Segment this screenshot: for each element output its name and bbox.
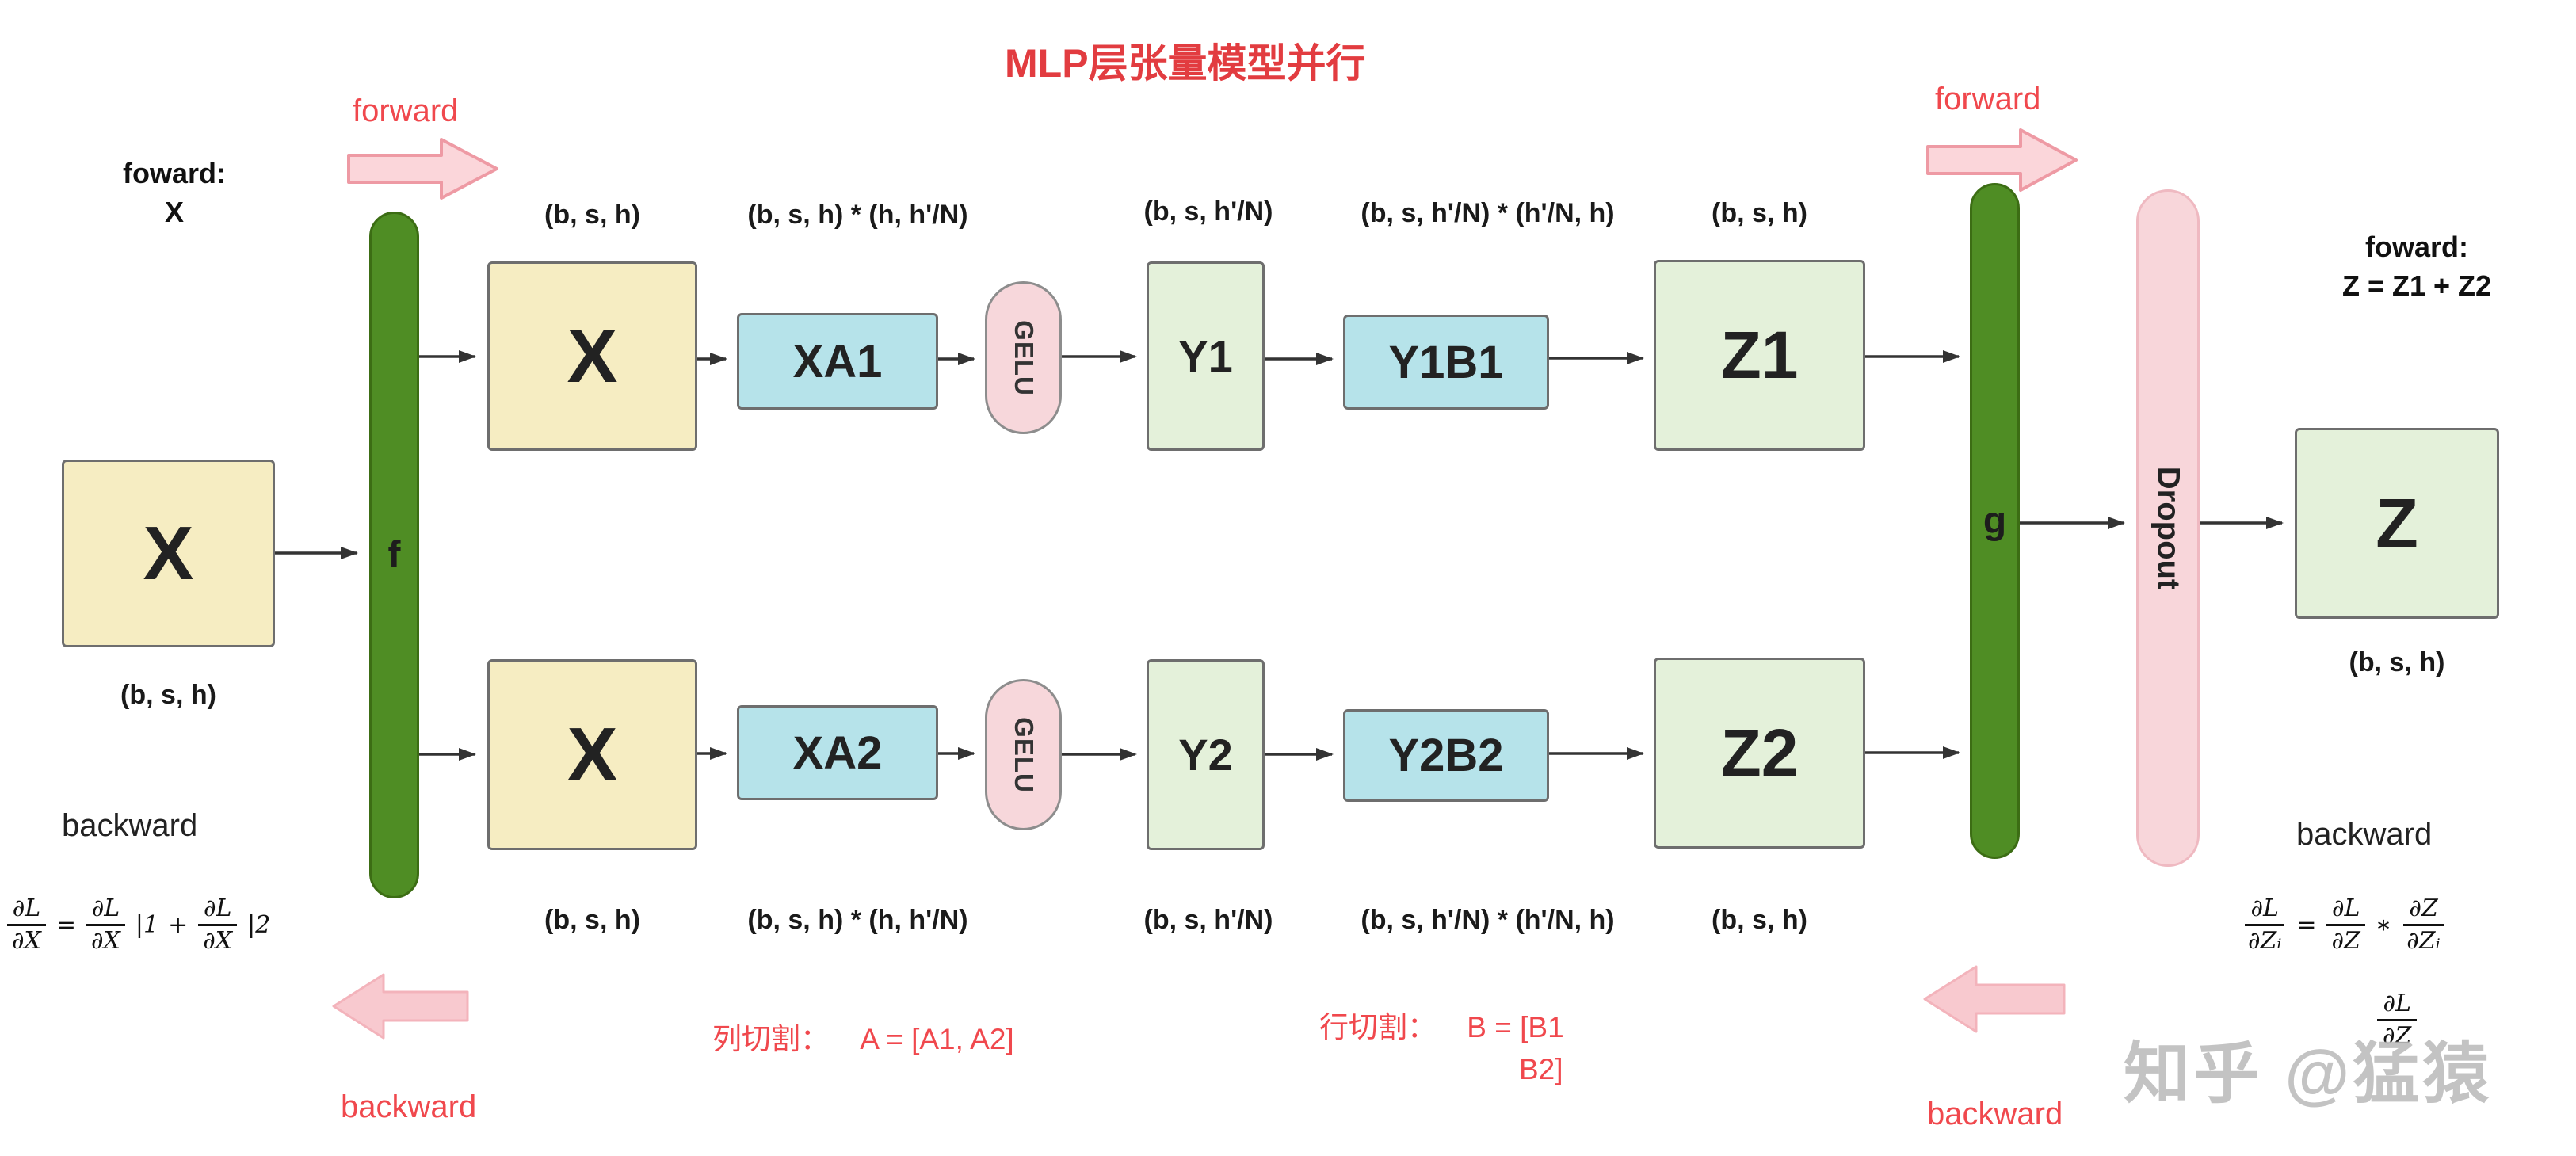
f-split-bar: f	[369, 212, 419, 898]
forward-arrow-label-right: forward	[1935, 82, 2041, 116]
top-z1-box: Z1	[1654, 260, 1865, 451]
fraction: ∂L ∂Zᵢ	[2242, 894, 2287, 956]
fraction: ∂L ∂X	[6, 894, 47, 956]
plus-sign: +	[168, 910, 189, 939]
row-split-value: B = [B1	[1467, 1011, 1564, 1043]
bottom-yb-shape-label: (b, s, h'/N) * (h'/N, h)	[1361, 905, 1615, 935]
column-split-value: A = [A1, A2]	[860, 1023, 1014, 1055]
fraction-numerator: ∂L	[6, 894, 47, 926]
top-gelu-capsule: GELU	[985, 281, 1062, 434]
forward-arrow-label-left: forward	[353, 93, 459, 128]
fraction-numerator: ∂Z	[2403, 894, 2444, 926]
equals-sign: =	[55, 910, 77, 939]
f-split-bar-letter: f	[387, 534, 401, 576]
g-gather-bar: g	[1970, 183, 2020, 859]
output-z-box: Z	[2295, 428, 2499, 619]
dropout-capsule: Dropout	[2136, 189, 2200, 867]
top-y1-box: Y1	[1147, 261, 1265, 451]
fraction: ∂L ∂X	[86, 894, 126, 956]
fraction: ∂L ∂Z	[2326, 894, 2366, 956]
fraction-denominator: ∂Zᵢ	[2248, 926, 2282, 955]
forward-block-arrow-left	[347, 138, 498, 200]
fraction-denominator: ∂Z	[2331, 926, 2360, 955]
watermark: 知乎 @猛猿	[2124, 1036, 2493, 1111]
left-forward-note-value: X	[164, 195, 184, 228]
bottom-gelu-capsule: GELU	[985, 679, 1062, 830]
g-gather-bar-letter: g	[1983, 500, 2007, 542]
fraction-denominator: ∂X	[203, 926, 233, 955]
right-forward-note-value: Z = Z1 + Z2	[2341, 269, 2492, 302]
backward-label-left: backward	[62, 808, 198, 843]
fraction: ∂Z ∂Zᵢ	[2401, 894, 2445, 956]
right-gradient-formula-line2: ∂L ∂Z	[2377, 989, 2417, 1051]
bottom-y2-box: Y2	[1147, 659, 1265, 850]
output-z-shape-label: (b, s, h)	[2349, 647, 2445, 677]
multiply-sign: ∗	[2375, 910, 2392, 939]
fraction-denominator: ∂X	[91, 926, 120, 955]
fraction-numerator: ∂L	[2326, 894, 2366, 926]
bottom-xa2-box: XA2	[737, 705, 938, 800]
left-forward-note: foward: X	[95, 155, 254, 231]
fraction-numerator: ∂L	[197, 894, 238, 926]
bottom-y-shape-label: (b, s, h'/N)	[1143, 905, 1273, 935]
restriction-bar-1: |1	[135, 910, 159, 939]
column-split-label: 列切割：	[712, 1023, 830, 1055]
backward-arrow-label-right: backward	[1927, 1097, 2063, 1131]
top-y1b1-box: Y1B1	[1343, 315, 1549, 410]
top-y-shape-label: (b, s, h'/N)	[1143, 196, 1273, 227]
top-yb-shape-label: (b, s, h'/N) * (h'/N, h)	[1361, 198, 1615, 228]
row-split-label: 行切割：	[1319, 1011, 1437, 1043]
forward-block-arrow-right	[1926, 128, 2078, 192]
fraction-numerator: ∂L	[2377, 989, 2417, 1021]
bottom-z2-box: Z2	[1654, 658, 1865, 849]
right-forward-note: foward: Z = Z1 + Z2	[2298, 228, 2536, 305]
fraction: ∂L ∂X	[197, 894, 238, 956]
backward-block-arrow-right	[1923, 965, 2066, 1033]
left-gradient-formula: ∂L ∂X = ∂L ∂X |1 + ∂L ∂X |2	[6, 894, 270, 956]
fraction-denominator: ∂Zᵢ	[2406, 926, 2441, 955]
equals-sign: =	[2296, 910, 2317, 939]
fraction-numerator: ∂L	[2245, 894, 2284, 926]
bottom-x-box: X	[487, 659, 697, 850]
row-split-note: 行切割： B = [B1	[1319, 1003, 1564, 1046]
top-x-shape-label: (b, s, h)	[544, 200, 640, 230]
bottom-y2b2-box: Y2B2	[1343, 709, 1549, 802]
fraction-numerator: ∂L	[86, 894, 126, 926]
backward-block-arrow-left	[332, 973, 469, 1040]
column-split-note: 列切割： A = [A1, A2]	[712, 1015, 1014, 1058]
fraction-denominator: ∂Z	[2383, 1021, 2412, 1050]
backward-label-right: backward	[2296, 817, 2433, 852]
top-x-box: X	[487, 261, 697, 451]
row-split-note-line2: B2]	[1519, 1053, 1563, 1085]
top-z-shape-label: (b, s, h)	[1712, 198, 1807, 228]
right-gradient-formula: ∂L ∂Zᵢ = ∂L ∂Z ∗ ∂Z ∂Zᵢ	[2242, 894, 2446, 956]
input-x-shape-label: (b, s, h)	[120, 680, 216, 710]
bottom-z-shape-label: (b, s, h)	[1712, 905, 1807, 935]
bottom-x-shape-label: (b, s, h)	[544, 905, 640, 935]
right-forward-note-label: foward:	[2365, 231, 2468, 263]
top-xa1-box: XA1	[737, 313, 938, 410]
backward-arrow-label-left: backward	[341, 1089, 477, 1124]
fraction-denominator: ∂X	[12, 926, 41, 955]
fraction: ∂L ∂Z	[2377, 989, 2417, 1051]
input-x-box: X	[62, 460, 275, 647]
page-title: MLP层张量模型并行	[1005, 41, 1366, 86]
restriction-bar-2: |2	[247, 910, 271, 939]
bottom-xa-shape-label: (b, s, h) * (h, h'/N)	[747, 905, 968, 935]
left-forward-note-label: foward:	[123, 157, 226, 189]
top-xa-shape-label: (b, s, h) * (h, h'/N)	[747, 200, 968, 230]
